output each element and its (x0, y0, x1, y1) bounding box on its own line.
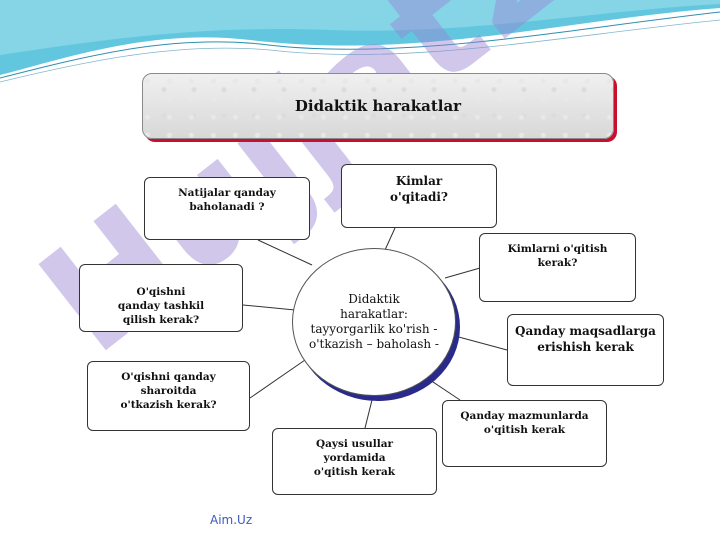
center-circle: Didaktik harakatlar: tayyorgarlik ko'ris… (292, 248, 456, 396)
node-sharoit: O'qishni qanday sharoitda o'tkazish kera… (87, 361, 250, 431)
header-wave-decoration (0, 0, 720, 83)
node-natijalar: Natijalar qanday baholanadi ? (144, 177, 310, 240)
node-tashkil: O'qishni qanday tashkil qilish kerak? (79, 264, 243, 332)
page-title: Didaktik harakatlar (294, 97, 462, 115)
footer-link[interactable]: Aim.Uz (210, 513, 253, 527)
node-kimlarni: Kimlarni o'qitish kerak? (479, 233, 636, 302)
node-mazmun: Qanday mazmunlarda o'qitish kerak (442, 400, 607, 467)
node-kimlar: Kimlar o'qitadi? (341, 164, 497, 228)
node-usullar: Qaysi usullar yordamida o'qitish kerak (272, 428, 437, 495)
node-maqsad: Qanday maqsadlarga erishish kerak (507, 314, 664, 386)
title-banner: Didaktik harakatlar (142, 73, 614, 139)
